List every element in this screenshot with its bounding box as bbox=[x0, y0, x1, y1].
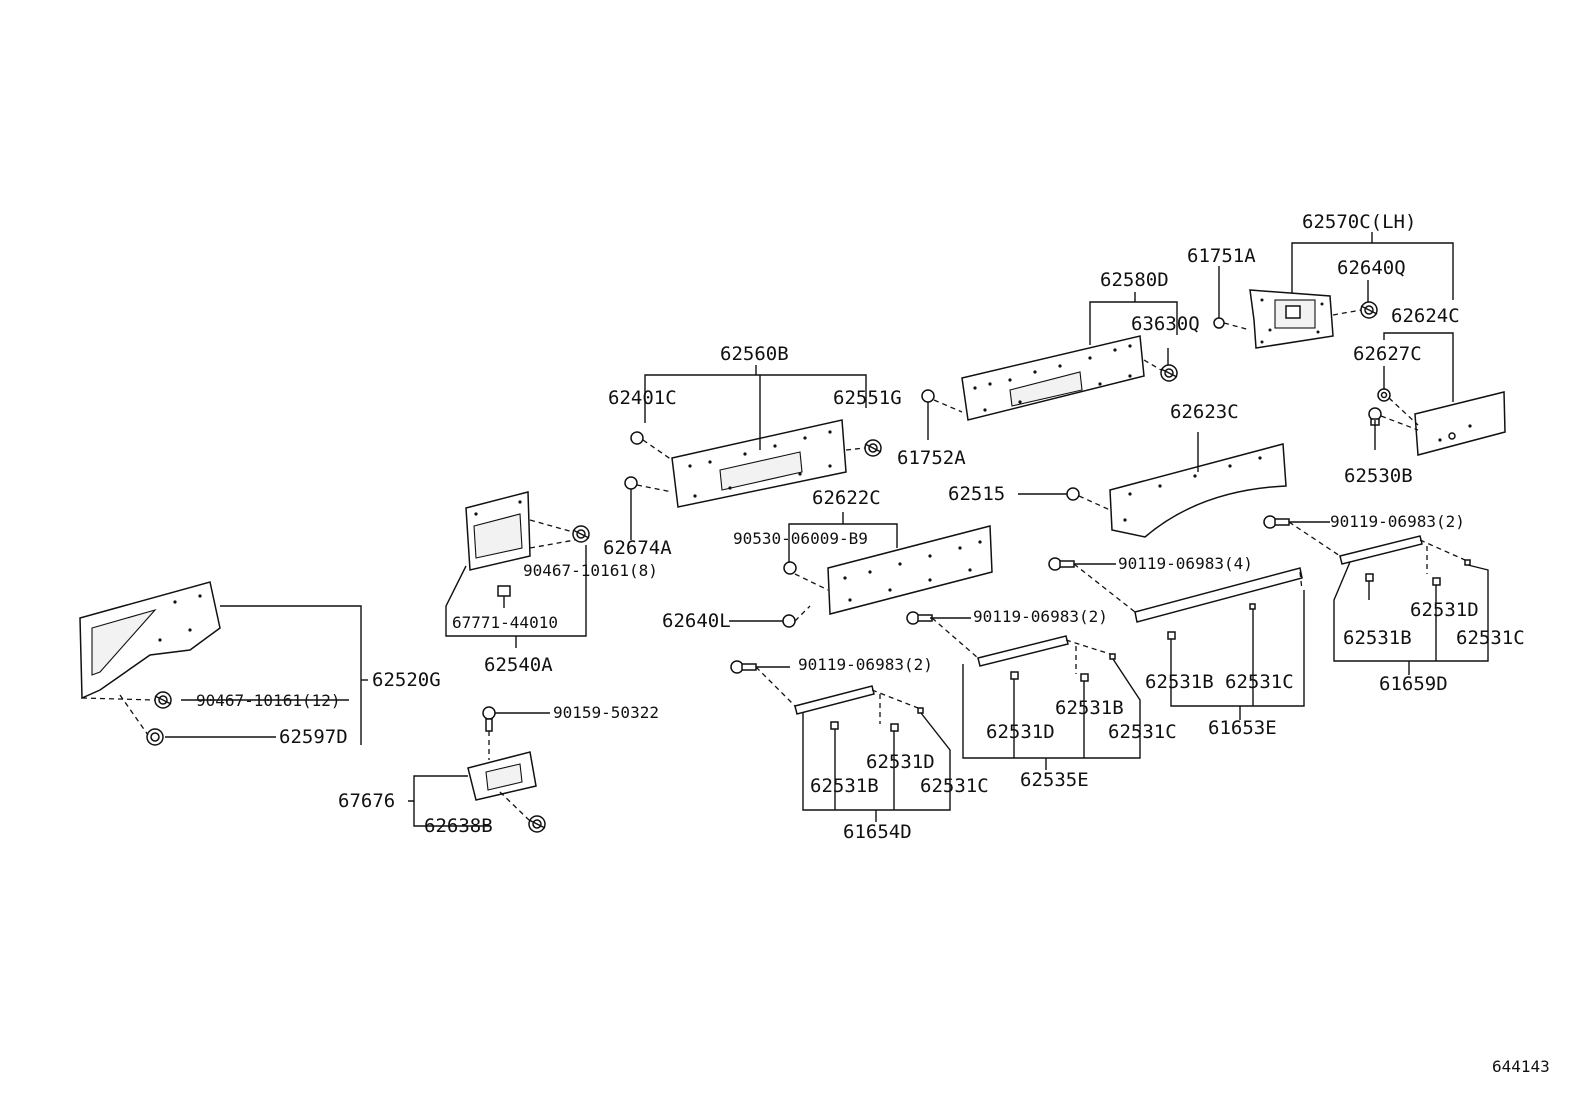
label-90467-12: 90467-10161(12) bbox=[196, 691, 341, 710]
part-67676-bracket bbox=[467, 751, 537, 801]
part-62560b-panel bbox=[671, 419, 847, 508]
label-90530: 90530-06009-B9 bbox=[733, 529, 868, 548]
label-62531c-c: 62531C bbox=[1225, 671, 1294, 693]
label-62531d-d: 62531D bbox=[1410, 599, 1479, 621]
label-62520g: 62520G bbox=[372, 669, 441, 691]
label-62540a: 62540A bbox=[484, 654, 553, 676]
label-90119-4: 90119-06983(4) bbox=[1118, 554, 1253, 573]
label-90119-2-a: 90119-06983(2) bbox=[1330, 512, 1465, 531]
part-62580d-panel bbox=[961, 335, 1145, 421]
label-62580d: 62580D bbox=[1100, 269, 1169, 291]
label-62515: 62515 bbox=[948, 483, 1005, 505]
label-62531c-b: 62531C bbox=[1108, 721, 1177, 743]
label-63630q: 63630Q bbox=[1131, 313, 1200, 335]
clip-63630q bbox=[1160, 364, 1178, 382]
clip-90467-12 bbox=[154, 691, 172, 709]
bolt-90530 bbox=[783, 561, 797, 575]
reference-number: 644143 bbox=[1492, 1057, 1550, 1076]
label-62640q: 62640Q bbox=[1337, 257, 1406, 279]
label-62531c-a: 62531C bbox=[920, 775, 989, 797]
clip-62551g bbox=[864, 439, 882, 457]
screw-90159 bbox=[482, 706, 496, 732]
label-61751a: 61751A bbox=[1187, 245, 1256, 267]
label-62535e: 62535E bbox=[1020, 769, 1089, 791]
label-62531d-a: 62531D bbox=[866, 751, 935, 773]
label-62531b-b: 62531B bbox=[1055, 697, 1124, 719]
part-62540a-bracket bbox=[465, 491, 531, 597]
label-90467-8: 90467-10161(8) bbox=[523, 561, 658, 580]
clip-62640l bbox=[782, 614, 796, 628]
label-62531b-c: 62531B bbox=[1145, 671, 1214, 693]
clip-62638b bbox=[528, 815, 546, 833]
label-62622c: 62622C bbox=[812, 487, 881, 509]
label-62624c: 62624C bbox=[1391, 305, 1460, 327]
label-90159: 90159-50322 bbox=[553, 703, 659, 722]
label-62623c: 62623C bbox=[1170, 401, 1239, 423]
label-62531c-d: 62531C bbox=[1456, 627, 1525, 649]
part-61659d-rail bbox=[1263, 515, 1471, 586]
clip-62401c bbox=[630, 431, 644, 445]
label-62627c: 62627C bbox=[1353, 343, 1422, 365]
part-62520g-panel bbox=[79, 581, 221, 700]
part-61653e-rail bbox=[1048, 557, 1303, 640]
part-62624c-panel bbox=[1414, 391, 1506, 456]
clip-62640q bbox=[1360, 301, 1378, 319]
label-62551g: 62551G bbox=[833, 387, 902, 409]
label-90119-2-c: 90119-06983(2) bbox=[798, 655, 933, 674]
label-62638b: 62638B bbox=[424, 815, 493, 837]
label-62560b: 62560B bbox=[720, 343, 789, 365]
label-61653e: 61653E bbox=[1208, 717, 1277, 739]
clip-62674a bbox=[624, 476, 638, 490]
part-61654d-rail bbox=[730, 660, 924, 732]
label-67676: 67676 bbox=[338, 790, 395, 812]
label-61752a: 61752A bbox=[897, 447, 966, 469]
clip-61752a bbox=[921, 389, 935, 403]
part-62623c-panel bbox=[1109, 443, 1287, 538]
label-61659d: 61659D bbox=[1379, 673, 1448, 695]
label-67771: 67771-44010 bbox=[452, 613, 558, 632]
label-62531d-b: 62531D bbox=[986, 721, 1055, 743]
label-62401c: 62401C bbox=[608, 387, 677, 409]
clip-62597d bbox=[146, 728, 164, 746]
label-61654d: 61654D bbox=[843, 821, 912, 843]
label-62674a: 62674A bbox=[603, 537, 672, 559]
part-62570c-panel bbox=[1249, 289, 1334, 349]
label-90119-2-b: 90119-06983(2) bbox=[973, 607, 1108, 626]
label-62531b-a: 62531B bbox=[810, 775, 879, 797]
label-62640l: 62640L bbox=[662, 610, 731, 632]
clip-90467-8 bbox=[572, 525, 590, 543]
clip-62515 bbox=[1066, 487, 1080, 501]
label-62531b-d: 62531B bbox=[1343, 627, 1412, 649]
clip-61751a bbox=[1213, 317, 1225, 329]
label-62570c: 62570C(LH) bbox=[1302, 211, 1416, 233]
clip-62627c bbox=[1377, 388, 1391, 402]
label-62597d: 62597D bbox=[279, 726, 348, 748]
label-62530b: 62530B bbox=[1344, 465, 1413, 487]
part-labels: 62570C(LH) 61751A 62640Q 62580D 63630Q 6… bbox=[196, 211, 1550, 1076]
leader-lines bbox=[81, 232, 1489, 827]
part-62622c-panel bbox=[827, 525, 993, 615]
